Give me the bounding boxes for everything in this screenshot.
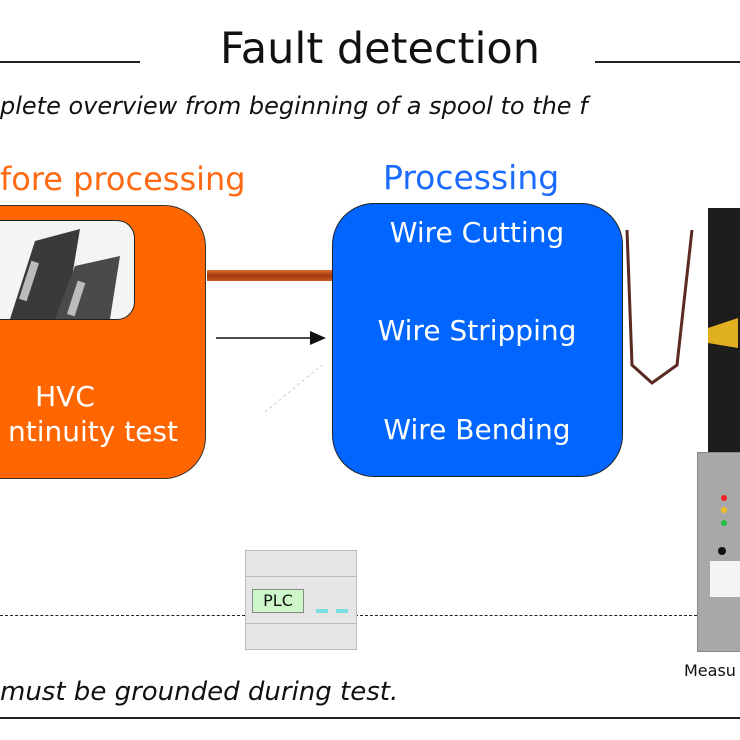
title-divider-left	[0, 61, 140, 63]
bent-wire-image	[625, 229, 694, 385]
title-divider-right	[595, 61, 740, 63]
ground-line-left	[0, 615, 245, 616]
test-device-image	[708, 208, 740, 452]
plc-button	[316, 609, 328, 613]
flow-arrow	[216, 331, 326, 413]
hvc-label: HVC	[35, 380, 95, 413]
section-processing: Processing	[383, 158, 560, 197]
plc-terminals-top	[246, 551, 356, 577]
plc-button	[336, 609, 348, 613]
processing-box	[332, 203, 623, 477]
step-wire-cutting: Wire Cutting	[389, 216, 565, 249]
section-before-processing: fore processing	[0, 160, 246, 198]
measurement-label: Measu	[684, 661, 736, 680]
step-wire-bending: Wire Bending	[383, 413, 571, 446]
continuity-test-label: ntinuity test	[8, 415, 178, 448]
ground-line-right	[355, 615, 697, 616]
plc-terminals-bottom	[246, 623, 356, 650]
plc-label: PLC	[252, 589, 304, 613]
footer-note: must be grounded during test.	[0, 677, 399, 707]
page-title: Fault detection	[220, 24, 540, 74]
copper-wire	[207, 270, 332, 281]
step-wire-stripping: Wire Stripping	[377, 314, 577, 347]
plc-device: PLC	[245, 550, 357, 650]
subtitle: plete overview from beginning of a spool…	[0, 92, 588, 120]
hvc-tester-image	[0, 220, 135, 320]
measurement-panel-image	[697, 452, 740, 652]
footer-divider	[0, 717, 740, 719]
